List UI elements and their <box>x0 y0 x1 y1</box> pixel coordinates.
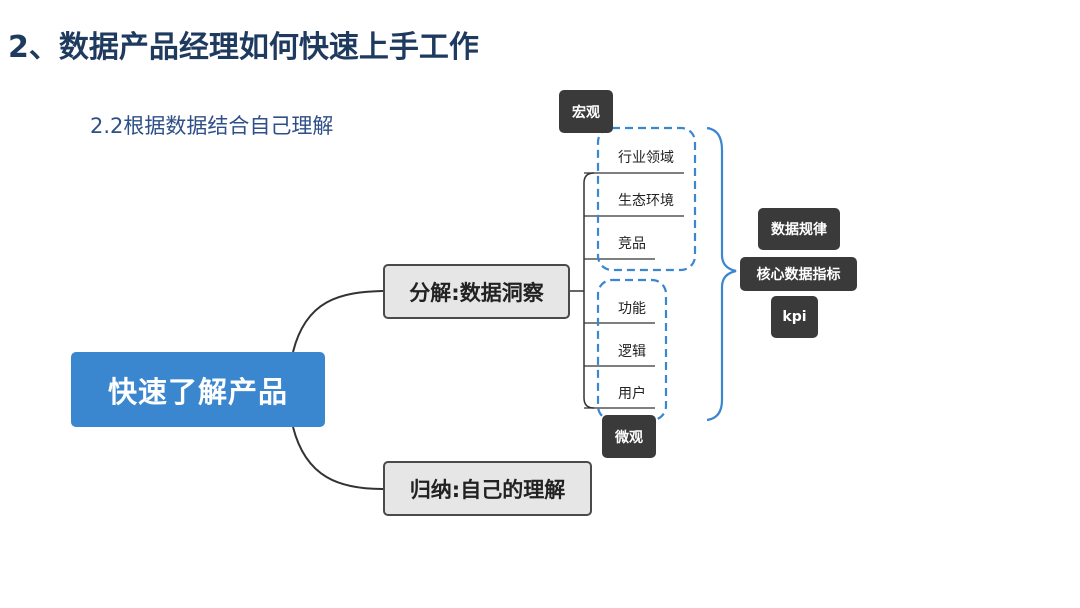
page-title: 2、数据产品经理如何快速上手工作 <box>8 30 479 65</box>
leaf-users: 用户 <box>618 386 646 402</box>
tag-kpi: kpi <box>771 296 818 338</box>
connector-root-decompose <box>292 290 384 353</box>
tag-data-patterns: 数据规律 <box>758 208 840 250</box>
leaf-ecosystem: 生态环境 <box>618 193 674 209</box>
connector-root-summary <box>292 426 384 490</box>
mindmap-root-node: 快速了解产品 <box>71 352 325 427</box>
leaf-competitors: 竞品 <box>618 236 646 252</box>
page-subtitle: 2.2根据数据结合自己理解 <box>90 114 334 138</box>
branch-summary: 归纳:自己的理解 <box>383 461 592 516</box>
tag-core-metrics: 核心数据指标 <box>740 257 857 291</box>
tag-micro: 微观 <box>602 415 656 458</box>
leaf-logic: 逻辑 <box>618 344 646 360</box>
tree-spine <box>583 172 595 409</box>
leaf-features: 功能 <box>618 301 646 317</box>
branch-decompose: 分解:数据洞察 <box>383 264 570 319</box>
leaf-industry: 行业领域 <box>618 150 674 166</box>
tag-macro: 宏观 <box>559 90 613 133</box>
macro-group-outline <box>596 126 697 272</box>
curly-bracket <box>706 126 737 422</box>
